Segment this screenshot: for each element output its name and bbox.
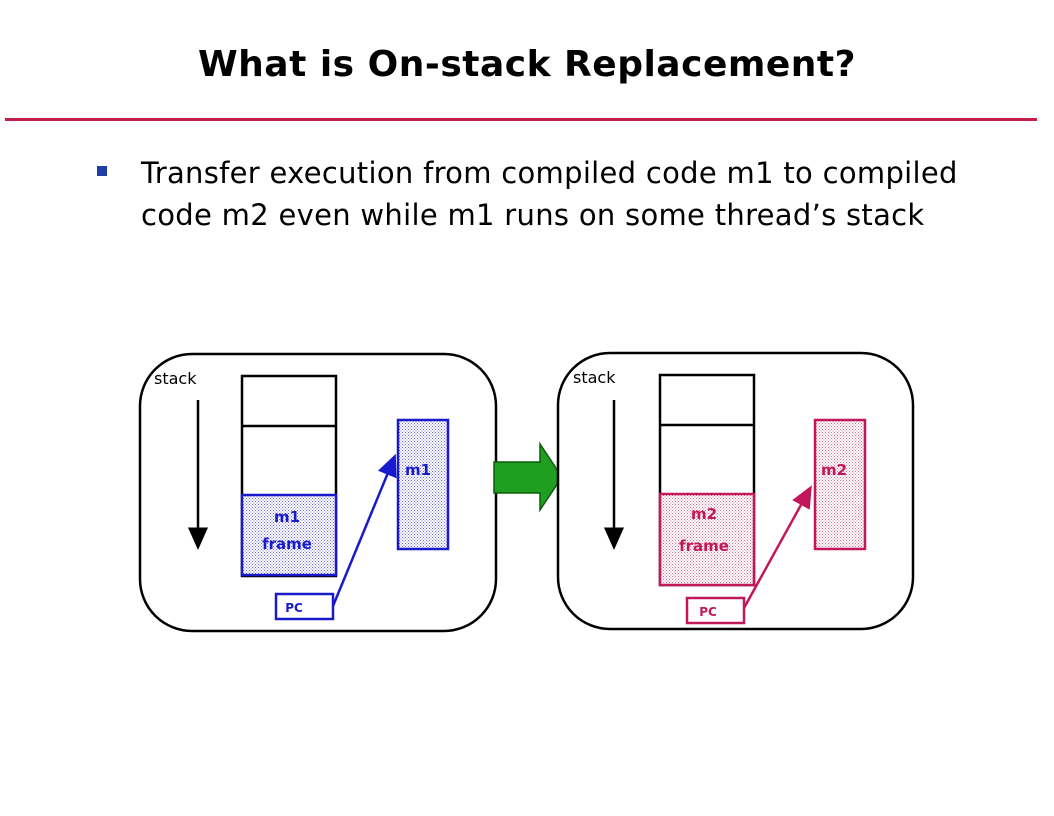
slide-title: What is On-stack Replacement? — [197, 44, 857, 85]
panel-m1-code-label: m1 — [405, 461, 431, 479]
bullet-text: Transfer execution from compiled code m1… — [141, 156, 958, 232]
panel-m1-frame-label-1: m1 — [274, 508, 300, 526]
panel-m2-code-label: m2 — [821, 461, 847, 479]
panel-m1-stack-label: stack — [154, 369, 197, 388]
panel-m1-pc-pointer-arrow — [331, 453, 397, 607]
panel-m2-pc-box — [685, 596, 746, 625]
title-divider — [5, 118, 1037, 121]
panel-m2-pc-label: PC — [699, 605, 717, 619]
transition-arrow-icon — [493, 441, 563, 513]
panel-m2: stack m2 frame PC m2 — [556, 351, 915, 631]
panel-m1: stack m1 frame PC m1 — [138, 352, 498, 633]
panel-m1-code-block — [396, 418, 450, 551]
panel-m1-active-frame — [240, 493, 338, 577]
panel-m2-stack-label: stack — [573, 368, 616, 387]
panel-m2-code-block — [813, 418, 867, 551]
square-bullet-icon — [97, 166, 107, 176]
panel-m2-frame-label-2: frame — [679, 537, 729, 555]
panel-m1-pc-box — [274, 592, 335, 621]
panel-m1-frame-label-2: frame — [262, 535, 312, 553]
panel-m2-active-frame — [658, 492, 756, 587]
panel-m2-pc-pointer-arrow — [742, 485, 812, 609]
panel-m2-frame-label-1: m2 — [691, 505, 717, 523]
panel-m1-pc-label: PC — [285, 601, 303, 615]
